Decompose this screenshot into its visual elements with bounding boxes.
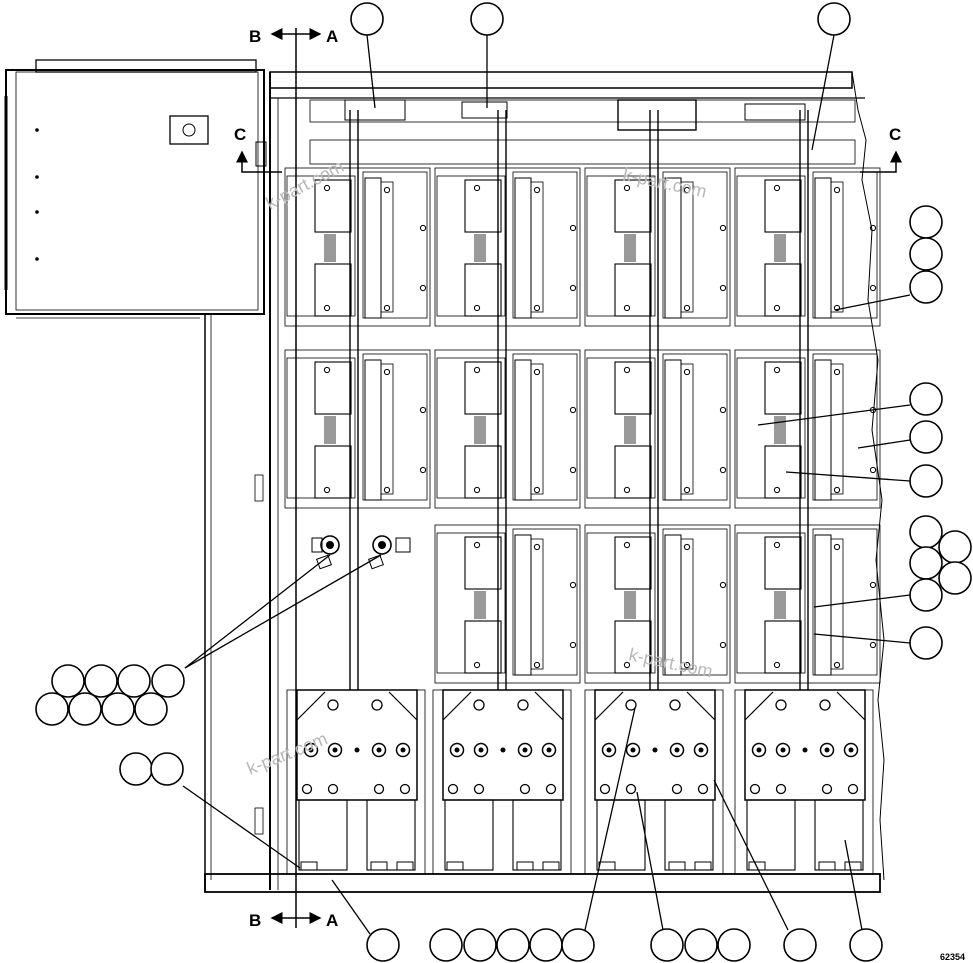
- power-module: [284, 167, 431, 327]
- terminal-block: [584, 689, 724, 875]
- section-mark-a-top: A: [326, 27, 338, 46]
- callout-balloon: [150, 752, 184, 786]
- callout-balloon: [938, 561, 972, 595]
- figure-number: 62354: [940, 952, 965, 962]
- section-mark-c-left: C: [234, 125, 246, 144]
- callout-balloon: [909, 270, 943, 304]
- callout-balloon: [101, 692, 135, 726]
- callout-balloon: [684, 928, 718, 962]
- callout-balloon: [938, 530, 972, 564]
- callout-balloon: [817, 2, 851, 36]
- control-box: [4, 59, 267, 319]
- callout-balloon: [909, 237, 943, 271]
- coolant-connectors: [311, 535, 411, 570]
- section-mark-a-bottom: A: [326, 911, 338, 930]
- terminal-block: [432, 689, 572, 875]
- callout-balloon: [561, 928, 595, 962]
- callout-balloon: [84, 664, 118, 698]
- callout-balloon: [350, 2, 384, 36]
- callout-balloon: [909, 626, 943, 660]
- callout-balloon: [909, 546, 943, 580]
- callout-balloon: [151, 664, 185, 698]
- callout-balloon: [429, 928, 463, 962]
- callout-balloon: [134, 692, 168, 726]
- callout-balloons: [35, 2, 972, 962]
- cabinet-frame: [204, 71, 885, 893]
- callout-balloon: [909, 578, 943, 612]
- callout-balloon: [366, 928, 400, 962]
- terminal-block: [734, 689, 874, 875]
- vertical-bus-rods: [349, 110, 809, 690]
- callout-balloon: [909, 205, 943, 239]
- callout-balloon: [909, 420, 943, 454]
- callout-balloon: [650, 928, 684, 962]
- section-line-c: [236, 150, 902, 173]
- power-module: [434, 349, 581, 509]
- watermark: k-part.com: [627, 644, 714, 681]
- section-mark-b-bottom: B: [249, 911, 261, 930]
- callout-balloon: [529, 928, 563, 962]
- callout-balloon: [117, 664, 151, 698]
- callout-balloon: [909, 515, 943, 549]
- watermark: k-part.com: [262, 156, 346, 214]
- section-mark-b-top: B: [249, 27, 261, 46]
- terminal-block-row: [286, 689, 874, 875]
- callout-balloon: [909, 464, 943, 498]
- power-module: [284, 349, 431, 509]
- power-module: [734, 167, 881, 327]
- callout-balloon: [470, 2, 504, 36]
- callout-balloon: [68, 692, 102, 726]
- section-line-b-a: [270, 28, 322, 928]
- terminal-block: [286, 689, 426, 875]
- callout-balloon: [463, 928, 497, 962]
- power-module: [434, 524, 581, 684]
- callout-balloon: [717, 928, 751, 962]
- callout-balloon: [909, 382, 943, 416]
- callout-leaders: [182, 34, 911, 935]
- callout-balloon: [51, 664, 85, 698]
- callout-balloon: [783, 928, 817, 962]
- section-mark-c-right: C: [889, 125, 901, 144]
- callout-balloon: [35, 692, 69, 726]
- power-module: [434, 167, 581, 327]
- callout-balloon: [119, 752, 153, 786]
- callout-balloon: [849, 928, 883, 962]
- callout-balloon: [496, 928, 530, 962]
- power-module-grid: [284, 167, 881, 684]
